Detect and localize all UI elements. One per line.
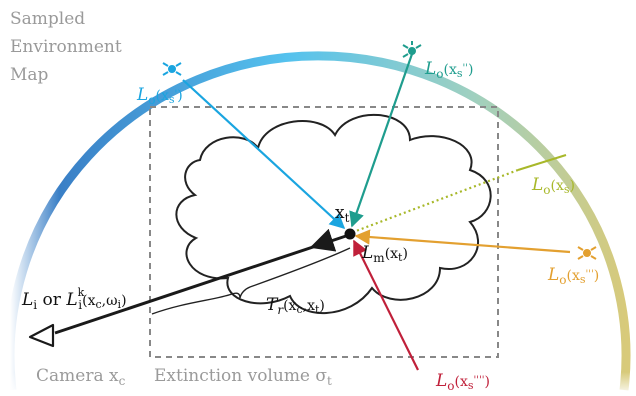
ray-light-s1	[182, 79, 346, 230]
light-icon-s1	[162, 62, 182, 76]
ray-light-s4	[354, 229, 571, 254]
light-icon-s4	[577, 246, 597, 260]
ray-light-s2	[349, 53, 414, 228]
light-icon-s2	[402, 41, 422, 58]
Lo-label-s5: Lo(xs'''')	[435, 371, 490, 393]
Lo-label-s2: Lo(xs'')	[424, 59, 474, 81]
cloud-shape	[175, 114, 492, 315]
transmittance-brace	[151, 247, 351, 315]
env-map-label-line3: Map	[10, 65, 49, 85]
environment-map-arc	[5, 51, 631, 391]
Lm-label: Lm(xt)	[361, 243, 408, 265]
camera-ray	[54, 234, 347, 335]
env-map-label-line1: Sampled	[10, 9, 85, 29]
env-map-label-line2: Environment	[10, 37, 122, 57]
ray-light-s5	[353, 239, 419, 371]
Tr-label: Tr(xc,xt)	[266, 295, 325, 317]
camera-label: Camera xc	[36, 366, 126, 388]
camera-icon	[28, 323, 55, 348]
Lo-label-s1: Lo(xs')	[136, 85, 183, 107]
extinction-volume-box	[149, 106, 499, 358]
Lo-label-s4: Lo(xs''')	[547, 265, 599, 287]
volume-label: Extinction volume σt	[154, 366, 332, 388]
ray-light-s3-solid	[517, 153, 567, 172]
Lo-label-s3: Lo(xs)	[531, 175, 575, 197]
point-label: xt	[335, 203, 350, 225]
scatter-point	[344, 228, 356, 240]
camera-ray-arrow	[309, 228, 337, 252]
ray-light-s3-dotted	[355, 168, 519, 233]
